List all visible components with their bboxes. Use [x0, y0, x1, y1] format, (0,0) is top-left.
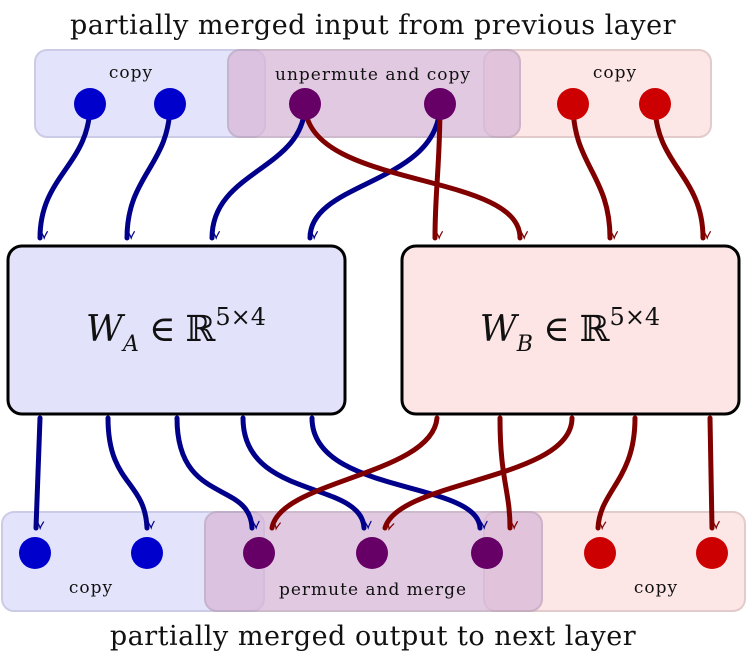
output-caption: partially merged output to next layer: [110, 621, 636, 652]
arrow-in-m1-to-b: [302, 101, 528, 241]
arrow-out-a2: [105, 415, 155, 531]
arrow-out-a1: [33, 415, 45, 531]
svg-text:WB∈ℝ5×4: WB∈ℝ5×4: [480, 303, 660, 357]
block-w-b: [400, 244, 741, 416]
arrow-out-a5: [309, 415, 488, 531]
output-group-b-label: copy: [634, 578, 678, 598]
input-group-merged-bg: [227, 49, 521, 138]
input-node-m1: [289, 88, 321, 120]
arrow-in-m1-to-a: [209, 101, 308, 241]
input-arrows-a: [37, 101, 443, 241]
arrow-out-a3: [174, 415, 260, 531]
output-node-m1: [243, 537, 275, 569]
block-w-a-label: WA∈ℝ5×4: [86, 303, 266, 357]
input-group-merged-label: unpermute and copy: [275, 65, 471, 85]
input-node-a1: [74, 88, 106, 120]
arrow-in-b2: [652, 101, 711, 241]
svg-text:WA∈ℝ5×4: WA∈ℝ5×4: [86, 303, 266, 357]
input-arrows-b: [302, 101, 711, 241]
input-node-b1: [557, 88, 589, 120]
output-node-m2: [356, 537, 388, 569]
input-group-b-label: copy: [593, 63, 637, 83]
arrow-out-b2: [382, 415, 575, 531]
arrow-out-b1: [269, 415, 440, 531]
output-group-a-label: copy: [69, 578, 113, 598]
arrow-in-a2: [124, 101, 173, 241]
output-arrows-a: [33, 415, 488, 531]
output-group-merged-label: permute and merge: [279, 580, 467, 600]
output-node-b1: [584, 537, 616, 569]
output-node-m3: [471, 537, 503, 569]
arrow-out-a4: [240, 415, 372, 531]
input-group-a-label: copy: [109, 63, 153, 83]
input-node-m2: [424, 88, 456, 120]
arrow-out-b5: [707, 415, 720, 531]
arrow-in-a1: [37, 101, 93, 241]
input-caption: partially merged input from previous lay…: [70, 10, 676, 41]
arrow-in-b1: [570, 101, 618, 241]
arrow-out-b3: [497, 415, 518, 531]
output-node-a2: [131, 537, 163, 569]
input-node-b2: [639, 88, 671, 120]
output-node-b2: [696, 537, 728, 569]
output-node-a1: [19, 537, 51, 569]
output-arrows-b: [269, 415, 720, 531]
arrow-out-b4: [595, 415, 638, 531]
arrow-in-m2-to-a: [307, 101, 443, 241]
input-node-a2: [154, 88, 186, 120]
block-w-a: [6, 244, 347, 416]
block-w-b-label: WB∈ℝ5×4: [480, 303, 660, 357]
arrow-in-m2-to-b: [432, 101, 443, 241]
